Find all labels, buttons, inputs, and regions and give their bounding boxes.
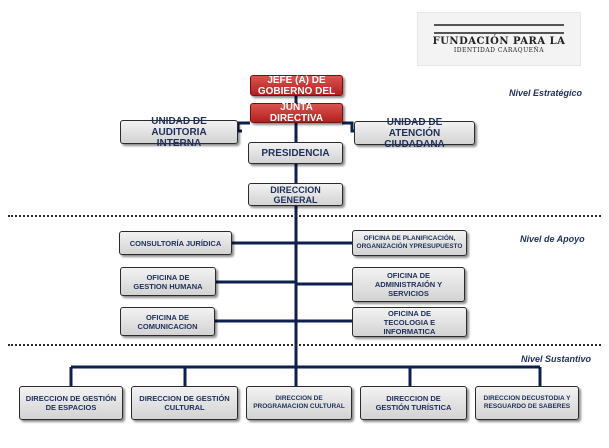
node-label: OFICINA DE PLANIFICACIÓN, ORGANIZACIÓN Y…	[356, 235, 463, 250]
node-label: DIRECCION DE GESTIÓN CULTURAL	[139, 394, 230, 412]
node-consultoria-juridica: CONSULTORÍA JURÍDICA	[119, 231, 232, 255]
node-label: JEFE (A) DE GOBIERNO DEL	[257, 74, 336, 97]
node-presidencia: PRESIDENCIA	[248, 142, 343, 164]
node-jefe-gobierno: JEFE (A) DE GOBIERNO DEL	[250, 74, 343, 97]
node-oficina-planificacion: OFICINA DE PLANIFICACIÓN, ORGANIZACIÓN Y…	[352, 230, 467, 256]
node-label: CONSULTORÍA JURÍDICA	[129, 238, 222, 248]
node-junta-directiva: JUNTA DIRECTIVA	[250, 102, 343, 124]
node-label: UNIDAD DE ATENCIÓN CIUDADANA	[384, 116, 445, 150]
node-oficina-administracion: OFICINA DE ADMINISTRAIÓN Y SERVICIOS	[352, 267, 465, 302]
node-oficina-tecnologia: OFICINA DE TECOLOGIA E INFORMATICA	[352, 307, 467, 337]
node-label: DIRECCION DE PROGRAMACION CULTURAL	[253, 395, 345, 410]
node-direccion-programacion: DIRECCION DE PROGRAMACION CULTURAL	[246, 386, 352, 420]
node-label: DIRECCION DE GESTIÓN DE ESPACIOS	[25, 394, 117, 412]
node-label: DIRECCION GENERAL	[270, 184, 321, 205]
logo-ornament	[434, 24, 564, 34]
node-label: OFICINA DE TECOLOGIA E INFORMATICA	[383, 308, 436, 336]
node-label: DIRECCION DE GESTIÓN TURÍSTICA	[375, 394, 452, 412]
node-direccion-espacios: DIRECCION DE GESTIÓN DE ESPACIOS	[19, 386, 123, 420]
foundation-logo: FUNDACIÓN PARA LA IDENTIDAD CARAQUEÑA	[417, 12, 581, 66]
node-label: UNIDAD DE AUDITORIA INTERNA	[151, 115, 207, 149]
logo-line-1: FUNDACIÓN PARA LA	[432, 36, 566, 47]
node-label: OFICINA DE COMUNICACION	[137, 312, 198, 331]
node-label: OFICINA DE GESTION HUMANA	[133, 272, 203, 291]
node-unidad-atencion: UNIDAD DE ATENCIÓN CIUDADANA	[354, 117, 475, 150]
node-label: DIRECCION DECUSTODIA Y RESGUARDO DE SABE…	[483, 395, 571, 410]
level-label-substantive: Nivel Sustantivo	[521, 354, 592, 364]
node-unidad-auditoria: UNIDAD DE AUDITORIA INTERNA	[120, 116, 238, 149]
node-direccion-general: DIRECCION GENERAL	[248, 183, 343, 206]
node-label: PRESIDENCIA	[261, 147, 330, 159]
level-separator-1	[8, 215, 601, 217]
level-separator-2	[8, 344, 601, 346]
node-label: OFICINA DE ADMINISTRAIÓN Y SERVICIOS	[374, 271, 443, 298]
level-label-support: Nivel de Apoyo	[520, 234, 585, 244]
node-label: JUNTA DIRECTIVA	[269, 102, 324, 124]
logo-line-2: IDENTIDAD CARAQUEÑA	[453, 47, 545, 54]
node-oficina-gestion-humana: OFICINA DE GESTION HUMANA	[120, 267, 216, 296]
node-oficina-comunicacion: OFICINA DE COMUNICACION	[120, 307, 215, 336]
node-direccion-turistica: DIRECCION DE GESTIÓN TURÍSTICA	[360, 386, 467, 420]
node-direccion-custodia: DIRECCION DECUSTODIA Y RESGUARDO DE SABE…	[475, 386, 579, 420]
node-direccion-cultural: DIRECCION DE GESTIÓN CULTURAL	[131, 386, 238, 420]
level-label-strategic: Nivel Estratégico	[509, 88, 583, 98]
